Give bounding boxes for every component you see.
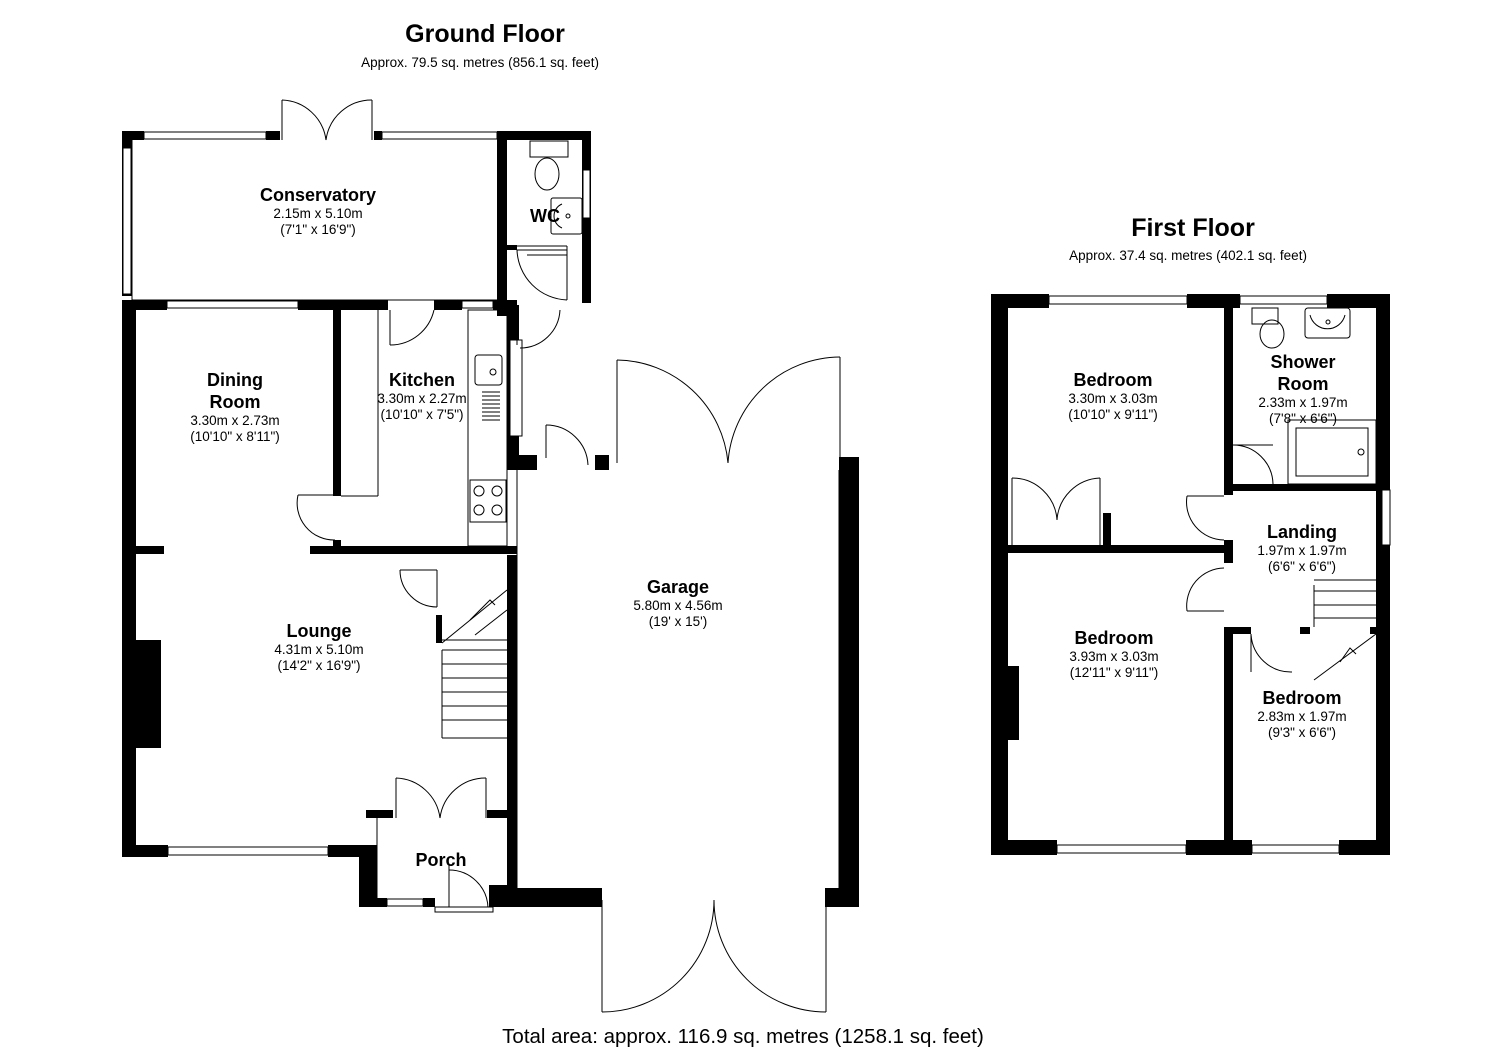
room-name: Shower (1270, 352, 1336, 372)
room-name: Kitchen (388, 370, 456, 390)
wc-walls (497, 131, 591, 316)
interior-walls (136, 310, 609, 818)
room-imperial: (19' x 15') (648, 614, 708, 629)
room-imperial: (7'1" x 16'9") (280, 222, 356, 237)
first-floor-doors (1011, 444, 1293, 673)
room-metric: 1.97m x 1.97m (1257, 543, 1347, 558)
room-label-conservatory: Conservatory 2.15m x 5.10m (7'1" x 16'9"… (260, 184, 376, 238)
interior-doors (296, 305, 589, 608)
room-name: Bedroom (1262, 688, 1342, 708)
room-label-lounge: Lounge 4.31m x 5.10m (14'2" x 16'9") (274, 620, 363, 674)
room-name: Landing (1266, 522, 1337, 542)
room-label-landing: Landing 1.97m x 1.97m (6'6" x 6'6") (1257, 521, 1346, 575)
house-outer-walls (122, 300, 523, 907)
room-name: Porch (415, 850, 467, 870)
room-label-wc: WC (530, 205, 560, 227)
room-imperial: (14'2" x 16'9") (277, 658, 361, 673)
first-floor-stairs (1313, 579, 1377, 681)
room-metric: 3.30m x 3.03m (1068, 391, 1158, 406)
room-label-garage: Garage 5.80m x 4.56m (19' x 15') (633, 576, 722, 630)
conservatory-doors (281, 99, 373, 141)
room-imperial: (10'10" x 7'5") (380, 407, 464, 422)
first-floor-plan (991, 294, 1391, 855)
room-imperial: (6'6" x 6'6") (1267, 559, 1337, 574)
room-metric: 2.15m x 5.10m (273, 206, 363, 221)
room-name: WC (530, 206, 560, 226)
room-imperial: (10'10" x 8'11") (190, 429, 280, 444)
room-name: Garage (646, 577, 710, 597)
shower-room-fixtures (1251, 307, 1377, 485)
room-name: Room (209, 392, 261, 412)
room-metric: 2.83m x 1.97m (1257, 709, 1347, 724)
ground-floor-area: Approx. 79.5 sq. metres (856.1 sq. feet) (361, 55, 599, 70)
ground-floor-plan (122, 99, 859, 1013)
ground-stairs (436, 589, 508, 739)
first-floor-title: First Floor (1131, 214, 1255, 242)
room-imperial: (10'10" x 9'11") (1068, 407, 1158, 422)
room-name: Lounge (286, 621, 352, 641)
first-floor-interior-walls (1008, 305, 1378, 840)
room-name: Bedroom (1074, 628, 1154, 648)
room-name: Dining (206, 370, 263, 390)
room-metric: 4.31m x 5.10m (274, 642, 364, 657)
room-label-shower-room: Shower Room 2.33m x 1.97m (7'8" x 6'6") (1258, 351, 1347, 427)
room-metric: 3.93m x 3.03m (1069, 649, 1159, 664)
ground-floor-title: Ground Floor (405, 20, 565, 48)
room-metric: 3.30m x 2.27m (377, 391, 467, 406)
room-label-bedroom-1: Bedroom 3.30m x 3.03m (10'10" x 9'11") (1068, 369, 1158, 423)
room-label-bedroom-2: Bedroom 3.93m x 3.03m (12'11" x 9'11") (1069, 627, 1158, 681)
porch-doors (376, 777, 494, 913)
room-label-kitchen: Kitchen 3.30m x 2.27m (10'10" x 7'5") (377, 369, 466, 423)
room-name: Conservatory (259, 185, 377, 205)
first-floor-outer-walls (991, 294, 1391, 855)
room-label-porch: Porch (415, 849, 466, 871)
room-imperial: (12'11" x 9'11") (1069, 665, 1159, 680)
room-metric: 5.80m x 4.56m (633, 598, 723, 613)
first-floor-area: Approx. 37.4 sq. metres (402.1 sq. feet) (1069, 248, 1307, 263)
room-metric: 3.30m x 2.73m (190, 413, 280, 428)
room-imperial: (7'8" x 6'6") (1268, 411, 1338, 426)
kitchen-fixtures (467, 309, 508, 547)
room-label-bedroom-3: Bedroom 2.83m x 1.97m (9'3" x 6'6") (1257, 687, 1346, 741)
total-area: Total area: approx. 116.9 sq. metres (12… (502, 1025, 984, 1048)
wc-fixtures (529, 140, 583, 235)
room-label-dining-room: Dining Room 3.30m x 2.73m (10'10" x 8'11… (190, 369, 280, 445)
room-metric: 2.33m x 1.97m (1258, 395, 1348, 410)
garage-doors (601, 356, 841, 1013)
garage-walls (507, 457, 859, 907)
room-imperial: (9'3" x 6'6") (1267, 725, 1337, 740)
room-name: Room (1277, 374, 1329, 394)
room-name: Bedroom (1073, 370, 1153, 390)
